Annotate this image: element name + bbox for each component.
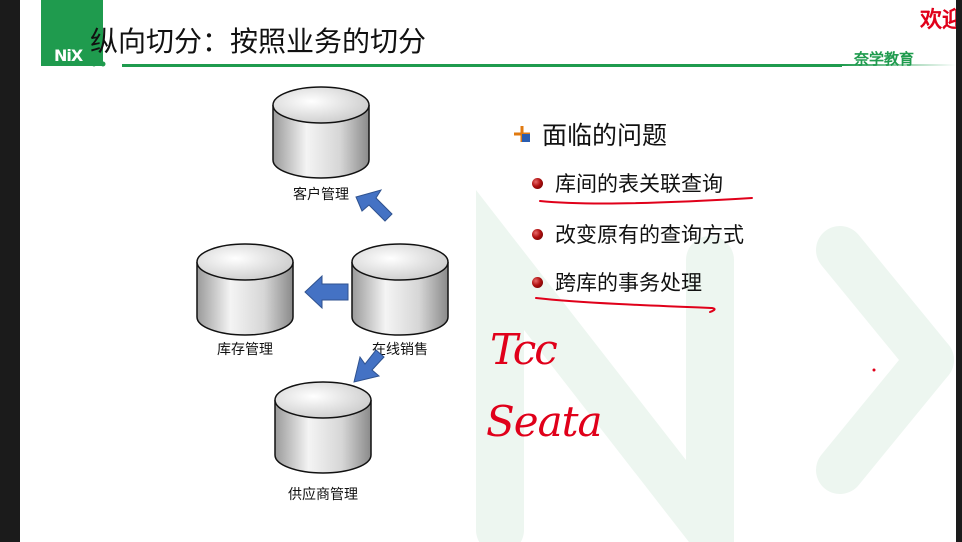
left-frame-border — [0, 0, 20, 542]
logo-badge — [41, 0, 103, 66]
list-item-text: 跨库的事务处理 — [555, 271, 702, 295]
page-title: 纵向切分：按照业务的切分 — [90, 25, 427, 58]
supplier-db-icon — [274, 381, 372, 474]
arrow-to-customer-icon — [355, 189, 393, 222]
inventory-db-icon — [196, 243, 294, 336]
supplier-db-label: 供应商管理 — [288, 486, 358, 503]
problems-heading-text: 面临的问题 — [542, 121, 668, 150]
slide: NiX 纵向切分：按照业务的切分 奈学教育 欢迎 客户管理 — [20, 0, 956, 542]
list-item-text: 库间的表关联查询 — [555, 172, 723, 196]
inventory-db-label: 库存管理 — [217, 342, 273, 358]
arrow-to-supplier-icon — [353, 349, 385, 383]
bullet-dot-icon — [532, 177, 543, 189]
online-sales-db-icon — [351, 243, 449, 336]
bullet-dot-icon — [532, 228, 543, 240]
header-divider — [122, 64, 842, 67]
problems-heading: 面临的问题 — [514, 118, 667, 150]
heading-bullet-icon — [514, 126, 530, 142]
bullet-dot-icon — [532, 276, 543, 288]
logo-text: NiX — [54, 46, 83, 65]
arrow-to-inventory-icon — [304, 274, 349, 310]
customer-db-label: 客户管理 — [293, 186, 349, 203]
business-split-diagram: 客户管理 库存管理 在线销售 供应商管理 — [196, 86, 449, 503]
header-divider-fade — [842, 64, 956, 66]
brand-label: 奈学教育 — [854, 50, 915, 68]
logo-dots-icon — [91, 61, 106, 67]
customer-db-icon — [272, 86, 370, 179]
online-sales-db-label: 在线销售 — [372, 342, 428, 358]
list-item: 跨库的事务处理 — [532, 267, 702, 297]
list-item-text: 改变原有的查询方式 — [555, 223, 744, 247]
watermark-logo — [476, 190, 954, 542]
right-frame-border — [956, 0, 962, 542]
welcome-text: 欢迎 — [920, 8, 956, 33]
list-item: 改变原有的查询方式 — [532, 219, 744, 249]
list-item: 库间的表关联查询 — [532, 168, 723, 198]
